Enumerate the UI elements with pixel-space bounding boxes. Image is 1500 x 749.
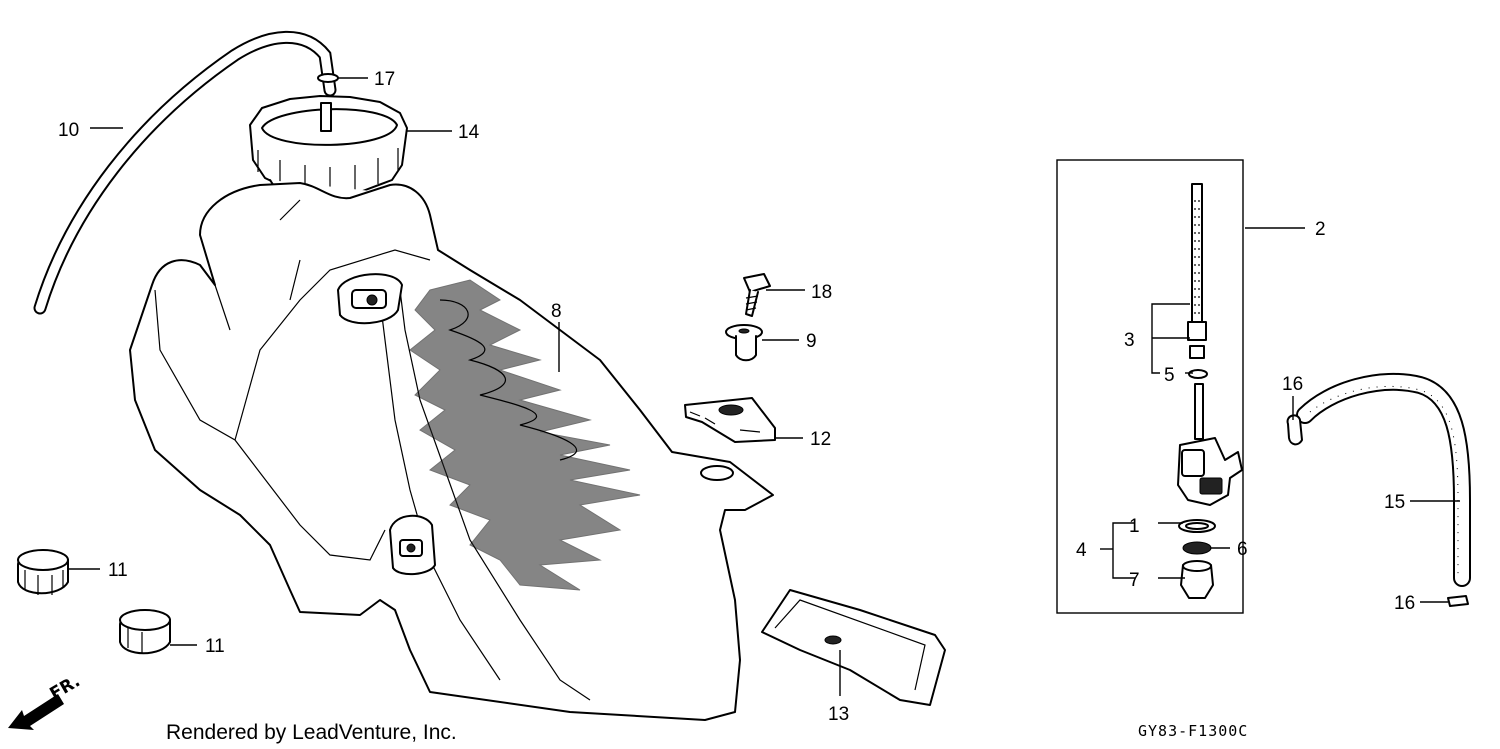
callout-4: 4 xyxy=(1076,540,1087,561)
part-9-collar xyxy=(725,324,763,362)
part-11-grommet-lower xyxy=(119,609,171,655)
part-11-grommet-upper xyxy=(17,549,69,595)
callout-labels: 1 2 3 4 5 6 7 8 9 10 11 11 12 13 14 15 1… xyxy=(58,69,1415,725)
part-13-heat-guard xyxy=(761,589,946,706)
part-16-clip-lower xyxy=(1447,595,1469,607)
front-direction-arrow-icon: FR. xyxy=(8,671,84,730)
callout-11-lower: 11 xyxy=(205,636,225,657)
credit-text: Rendered by LeadVenture, Inc. xyxy=(166,721,457,744)
callout-14: 14 xyxy=(458,122,480,143)
diagram-code: GY83-F1300C xyxy=(1138,722,1248,740)
callout-16-upper: 16 xyxy=(1282,374,1303,395)
callout-8: 8 xyxy=(551,301,562,322)
callout-11-upper: 11 xyxy=(108,560,128,581)
part-8-fuel-tank xyxy=(129,182,774,721)
callout-3: 3 xyxy=(1124,330,1135,351)
part-12-rubber-pad xyxy=(684,397,776,443)
callout-12: 12 xyxy=(810,429,831,450)
part-16-clip-upper xyxy=(1286,414,1303,446)
part-10-breather-tube xyxy=(33,30,337,315)
part-17-clip xyxy=(317,73,339,83)
part-18-bolt xyxy=(743,273,771,317)
callout-6: 6 xyxy=(1237,539,1248,560)
callout-10: 10 xyxy=(58,120,79,141)
callout-15: 15 xyxy=(1384,492,1405,513)
callout-17: 17 xyxy=(374,69,395,90)
callout-1: 1 xyxy=(1129,516,1140,537)
callout-5: 5 xyxy=(1164,365,1175,386)
callout-18: 18 xyxy=(811,282,832,303)
part-2-fuel-valve-inset xyxy=(1056,159,1244,614)
leader-lines xyxy=(68,77,1460,696)
part-15-fuel-tube xyxy=(1296,372,1471,587)
callout-9: 9 xyxy=(806,331,817,352)
callout-16-lower: 16 xyxy=(1394,593,1415,614)
callout-13: 13 xyxy=(828,704,849,725)
callout-2: 2 xyxy=(1315,219,1326,240)
callout-7: 7 xyxy=(1129,570,1140,591)
